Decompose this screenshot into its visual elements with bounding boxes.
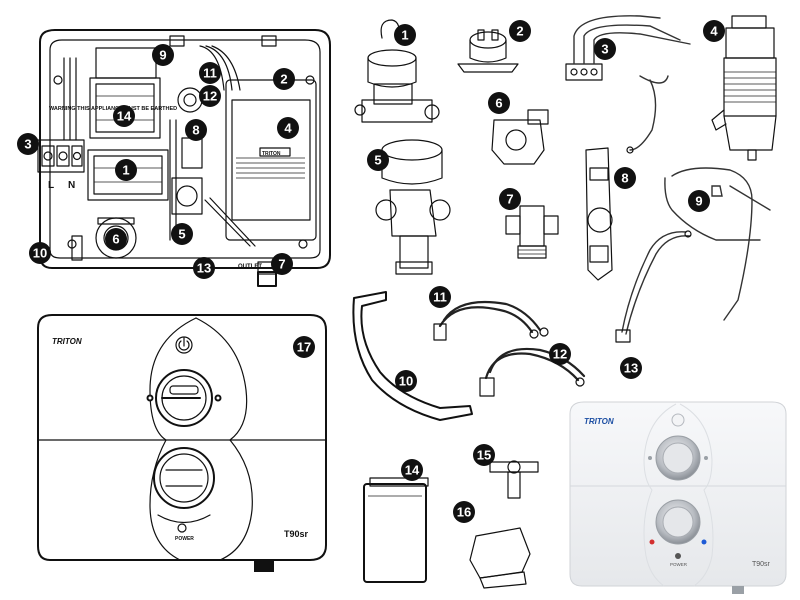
- svg-text:6: 6: [495, 96, 502, 111]
- callout-badge: 7: [499, 188, 521, 210]
- terminal-block: L N: [37, 139, 85, 191]
- svg-text:5: 5: [178, 227, 185, 242]
- part-pipe-clip: [489, 460, 539, 499]
- tank-brand-label: TRITON: [262, 151, 281, 157]
- terminal-n-label: N: [68, 180, 75, 191]
- part-sensor-lead: [615, 230, 692, 343]
- callout-badge: 8: [614, 167, 636, 189]
- callout-badge: 7: [271, 253, 293, 275]
- svg-text:12: 12: [203, 89, 217, 104]
- callout-badge: 5: [171, 223, 193, 245]
- part-outlet-fitting: [505, 205, 559, 259]
- callout-badge: 3: [594, 38, 616, 60]
- callout-badge: 13: [620, 357, 642, 379]
- part-pressure-relief-valve: [585, 147, 613, 281]
- svg-text:3: 3: [601, 42, 608, 57]
- cover-model-text: T90sr: [284, 529, 309, 539]
- svg-text:14: 14: [117, 109, 132, 124]
- svg-text:14: 14: [405, 463, 420, 478]
- svg-text:8: 8: [621, 171, 628, 186]
- part-filter-pad: [363, 477, 429, 583]
- svg-text:4: 4: [284, 121, 292, 136]
- svg-text:1: 1: [122, 163, 129, 178]
- svg-text:7: 7: [278, 257, 285, 272]
- part-cable-guide: [352, 291, 473, 421]
- callout-badge: 16: [453, 501, 475, 523]
- callout-badge: 14: [401, 459, 423, 481]
- callout-badge: 9: [152, 44, 174, 66]
- svg-text:17: 17: [297, 340, 311, 355]
- svg-text:10: 10: [399, 374, 413, 389]
- callout-badge: 8: [185, 119, 207, 141]
- callout-badge: 6: [105, 228, 127, 250]
- part-terminal-block: [565, 15, 691, 154]
- svg-text:3: 3: [24, 137, 31, 152]
- callout-badge: 3: [17, 133, 39, 155]
- part-heater-tank: [711, 15, 777, 161]
- svg-text:7: 7: [506, 192, 513, 207]
- part-thermal-cutout: [457, 29, 519, 73]
- svg-text:9: 9: [695, 194, 702, 209]
- svg-text:2: 2: [516, 24, 523, 39]
- callout-badge: 14: [113, 105, 135, 127]
- svg-text:13: 13: [197, 261, 211, 276]
- photo-power-label: POWER: [670, 562, 688, 567]
- product-photo: POWER TRITON T90sr: [569, 401, 787, 594]
- svg-text:11: 11: [203, 66, 217, 81]
- callout-badge: 5: [367, 149, 389, 171]
- photo-cold-dot: [701, 539, 707, 545]
- photo-brand-text: TRITON: [584, 417, 614, 426]
- callout-badge: 4: [277, 117, 299, 139]
- svg-text:10: 10: [33, 246, 47, 261]
- callout-badge: 12: [199, 85, 221, 107]
- svg-text:11: 11: [433, 290, 447, 305]
- terminal-l-label: L: [48, 180, 54, 191]
- callout-badge: 2: [273, 68, 295, 90]
- part-flow-valve: [491, 109, 549, 165]
- internal-view: L N WARNING THIS APPLIANCE MUST BE EARTH…: [37, 29, 331, 287]
- part-wiring-harness: [664, 167, 771, 321]
- earth-warning-text: WARNING THIS APPLIANCE MUST BE EARTHED: [49, 106, 177, 112]
- svg-text:12: 12: [553, 347, 567, 362]
- svg-text:13: 13: [624, 361, 638, 376]
- callout-badge: 10: [395, 370, 417, 392]
- svg-text:9: 9: [159, 48, 166, 63]
- svg-text:8: 8: [192, 123, 199, 138]
- svg-text:6: 6: [112, 232, 119, 247]
- front-cover-drawing: POWER TRITON T90sr: [37, 314, 327, 572]
- callout-badge: 6: [488, 92, 510, 114]
- callout-badge: 11: [199, 62, 221, 84]
- callout-badge: 10: [29, 242, 51, 264]
- callout-badge: 1: [394, 24, 416, 46]
- callout-badge: 13: [193, 257, 215, 279]
- cover-power-label: POWER: [175, 536, 194, 542]
- svg-text:16: 16: [457, 505, 471, 520]
- outlet-label: OUTLET: [238, 264, 262, 270]
- svg-text:5: 5: [374, 153, 381, 168]
- cover-brand-text: TRITON: [52, 337, 82, 346]
- photo-model-text: T90sr: [752, 561, 771, 568]
- callout-badge: 1: [115, 159, 137, 181]
- callout-badge: 11: [429, 286, 451, 308]
- part-wire-link-b: [479, 347, 586, 397]
- callout-badge: 12: [549, 343, 571, 365]
- callout-badge: 2: [509, 20, 531, 42]
- callout-badge: 15: [473, 444, 495, 466]
- svg-text:1: 1: [401, 28, 408, 43]
- part-cable-cover: [469, 527, 531, 589]
- photo-hot-dot: [649, 539, 655, 545]
- part-wire-link-a: [433, 300, 549, 341]
- callout-badge: 17: [293, 336, 315, 358]
- callout-badge: 9: [688, 190, 710, 212]
- svg-text:15: 15: [477, 448, 491, 463]
- callout-badge: 4: [703, 20, 725, 42]
- svg-text:4: 4: [710, 24, 718, 39]
- svg-text:2: 2: [280, 72, 287, 87]
